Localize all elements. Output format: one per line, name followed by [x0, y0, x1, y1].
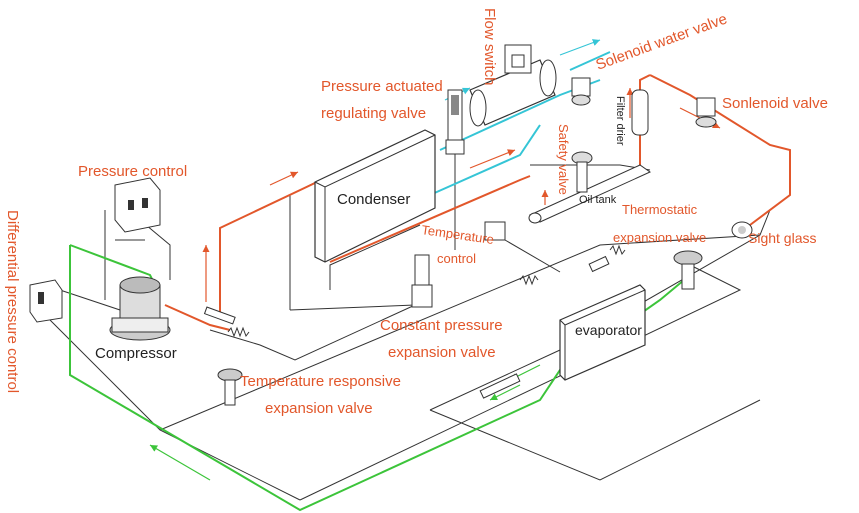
condenser-label: Condenser	[337, 191, 410, 208]
safety-valve	[571, 151, 593, 193]
regulating-valve	[445, 89, 465, 155]
pressure-actuated-label-1: Pressure actuated	[321, 78, 443, 95]
differential-pressure-label: Differential pressure control	[4, 210, 21, 393]
flow-switch-tank	[469, 44, 557, 127]
capillary-coils	[227, 244, 626, 338]
constant-pressure-valve	[411, 254, 433, 308]
filter-drier-label: Filter drier	[614, 96, 626, 146]
solenoid-water-valve-label: Solenoid water valve	[594, 10, 730, 73]
evaporator	[559, 284, 646, 381]
temp-responsive-label-1: Temperature responsive	[240, 373, 401, 390]
sight-glass-label: Sight glass	[748, 230, 816, 246]
evaporator-label: evaporator	[575, 322, 642, 338]
solenoid-water-valve	[571, 77, 591, 106]
sensing-bulbs	[203, 306, 521, 399]
thermostatic-valve	[673, 250, 703, 290]
pressure-actuated-label-2: regulating valve	[321, 105, 426, 122]
constant-pressure-label-2: expansion valve	[388, 344, 496, 361]
differential-pressure-control	[29, 279, 63, 323]
hot-gas-lines	[164, 74, 791, 331]
condenser	[314, 129, 436, 263]
temperature-control-head	[484, 221, 610, 273]
temperature-control-label-2: control	[437, 251, 476, 266]
solenoid-valve	[695, 97, 717, 128]
thermostatic-label-2: expansion valve	[613, 230, 706, 245]
sight-glass	[731, 221, 753, 239]
temp-responsive-valve	[217, 368, 243, 406]
constant-pressure-label-1: Constant pressure	[380, 317, 503, 334]
oil-tank-label: Oil tank	[579, 194, 617, 206]
solenoid-valve-label: Sonlenoid valve	[722, 95, 828, 112]
temp-responsive-label-2: expansion valve	[265, 400, 373, 417]
compressor-label: Compressor	[95, 345, 177, 362]
thermostatic-label-1: Thermostatic	[622, 202, 698, 217]
oil-tank	[528, 164, 652, 224]
compressor	[109, 276, 171, 341]
flow-switch-label: Flow switch	[481, 8, 498, 86]
pressure-control	[114, 177, 161, 233]
filter-drier	[631, 89, 649, 136]
pressure-control-label: Pressure control	[78, 163, 187, 180]
control-wiring	[39, 150, 771, 501]
temperature-control-label-1: Temperature	[421, 222, 495, 247]
safety-valve-label: Safety valve	[556, 124, 571, 195]
